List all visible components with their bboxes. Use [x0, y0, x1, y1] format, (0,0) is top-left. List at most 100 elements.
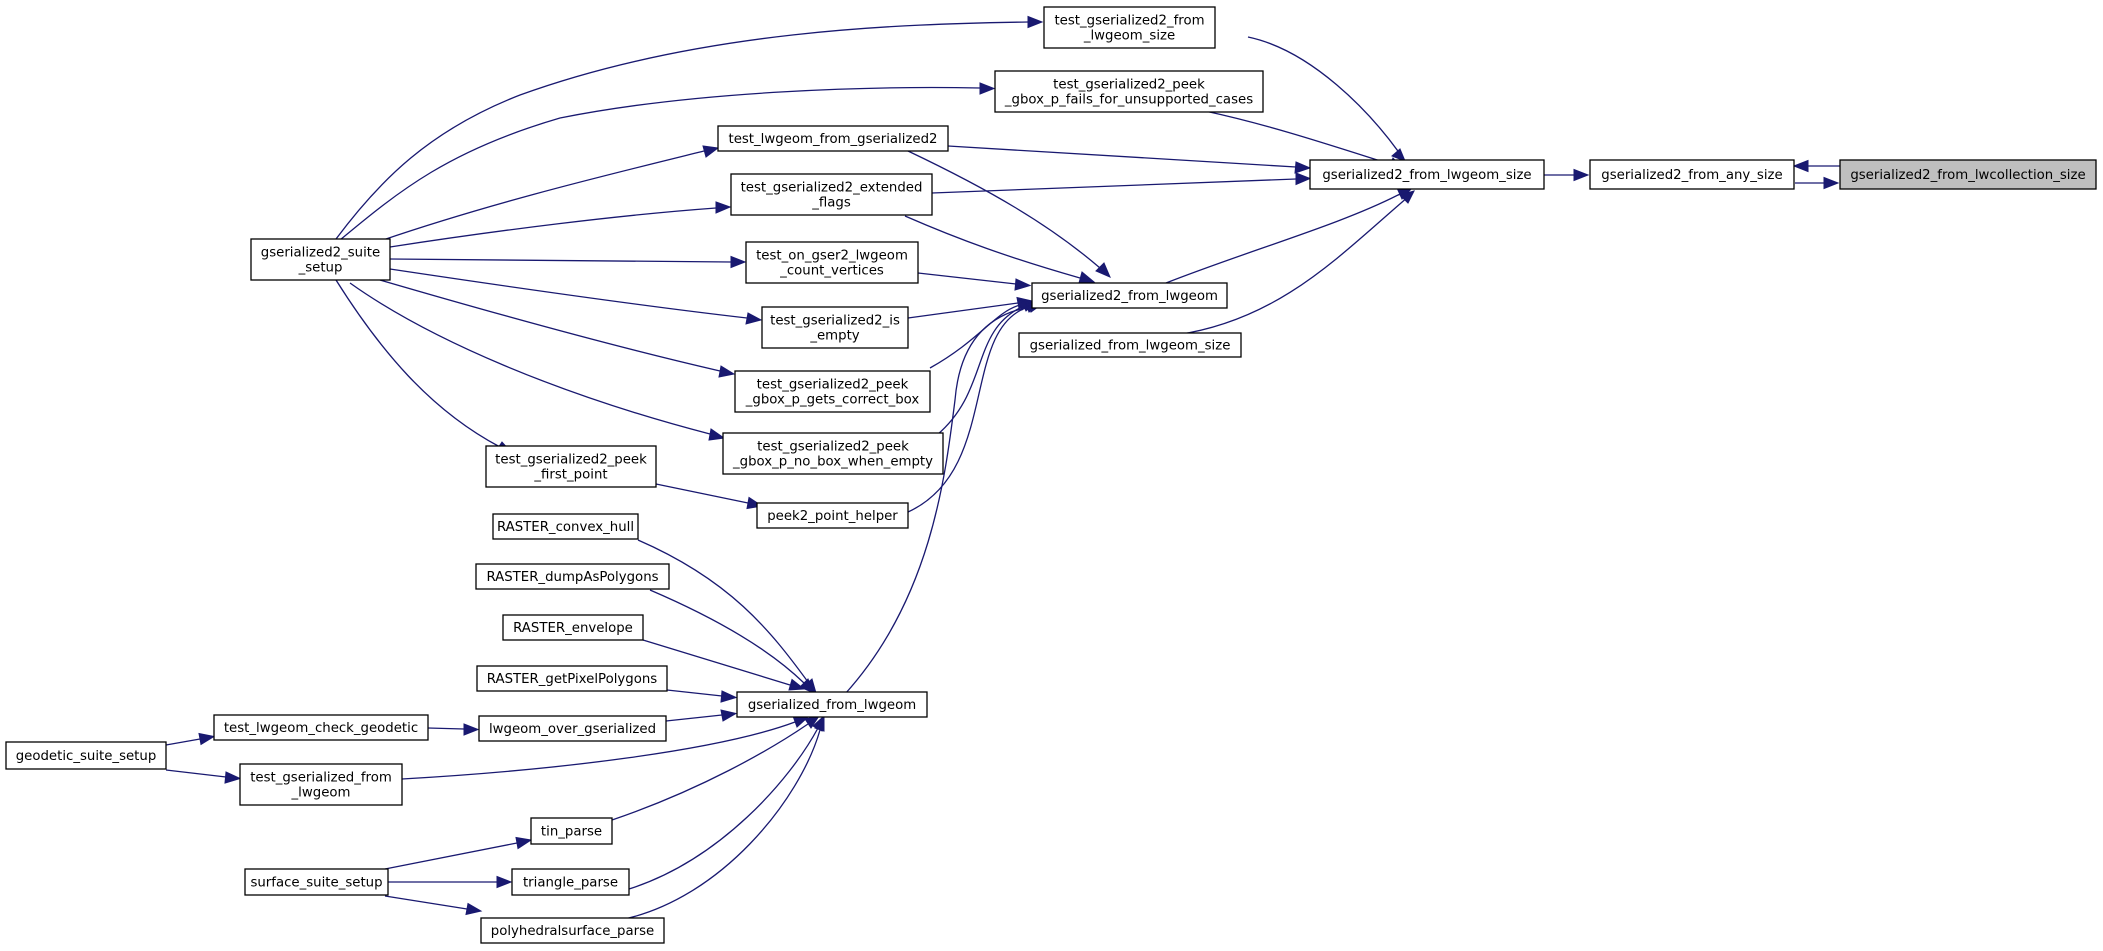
node-test-gserialized2-extended-flags[interactable]: test_gserialized2_extended_flags — [730, 173, 933, 216]
node-label: _lwgeom — [291, 786, 351, 801]
node-surface-suite-setup[interactable]: surface_suite_setup — [244, 868, 389, 896]
edge-suite-to-test-is-empty — [389, 268, 763, 325]
node-label: _flags — [811, 196, 851, 211]
node-gserialized2-from-lwgeom[interactable]: gserialized2_from_lwgeom — [1031, 282, 1228, 309]
edge-from-test-count-vertices — [917, 272, 1032, 291]
node-label: RASTER_convex_hull — [497, 520, 634, 535]
node-raster-dumpaspolygons[interactable]: RASTER_dumpAsPolygons — [475, 563, 670, 590]
node-label: gserialized2_from_lwgeom_size — [1322, 168, 1531, 183]
node-tin-parse[interactable]: tin_parse — [530, 817, 613, 845]
node-box — [250, 238, 391, 281]
node-label: test_lwgeom_check_geodetic — [224, 721, 418, 736]
edge-suite-to-test-count-vertices — [389, 255, 747, 269]
node-label: _count_vertices — [779, 264, 884, 279]
node-box — [761, 306, 909, 349]
node-box — [1031, 282, 1228, 309]
node-box — [1589, 159, 1795, 190]
node-gserialized2-from-any-size[interactable]: gserialized2_from_any_size — [1589, 159, 1795, 190]
edge-suite-to-test-peek-no-box — [349, 282, 726, 441]
node-label: polyhedralsurface_parse — [491, 924, 654, 939]
edge-to-test-lwgeom-from-gser2 — [947, 145, 1312, 174]
node-test-lwgeom-check-geodetic[interactable]: test_lwgeom_check_geodetic — [213, 714, 429, 741]
node-peek2-point-helper[interactable]: peek2_point_helper — [756, 502, 909, 529]
node-raster-envelope[interactable]: RASTER_envelope — [502, 614, 644, 641]
node-test-on-gser2-lwgeom-count-vertices[interactable]: test_on_gser2_lwgeom_count_vertices — [745, 241, 919, 284]
node-box — [244, 868, 389, 896]
node-label: tin_parse — [541, 825, 602, 840]
node-test-gserialized2-from-lwgeom-size[interactable]: test_gserialized2_from_lwgeom_size — [1043, 6, 1216, 49]
edge-surface-to-tin — [384, 836, 533, 870]
node-label: test_lwgeom_from_gserialized2 — [728, 132, 937, 147]
node-label: test_gserialized2_peek — [495, 453, 647, 468]
node-polyhedralsurface-parse[interactable]: polyhedralsurface_parse — [480, 917, 665, 944]
node-test-gserialized2-peek-gbox-p-fails-for-unsupported-cases[interactable]: test_gserialized2_peek_gbox_p_fails_for_… — [994, 70, 1264, 113]
node-gserialized2-suite-setup[interactable]: gserialized2_suite_setup — [250, 238, 391, 281]
node-box — [5, 741, 167, 770]
edge-surface-to-triangle — [388, 875, 513, 889]
node-test-gserialized2-is-empty[interactable]: test_gserialized2_is_empty — [761, 306, 909, 349]
node-gserialized-from-lwgeom-size[interactable]: gserialized_from_lwgeom_size — [1018, 332, 1242, 358]
node-label: peek2_point_helper — [767, 509, 898, 524]
node-geodetic-suite-setup[interactable]: geodetic_suite_setup — [5, 741, 167, 770]
edge-from-test-extended-flags — [904, 215, 1096, 284]
edge-from-test-peek-no-box — [936, 300, 1038, 436]
node-label: test_gserialized2_peek — [757, 440, 909, 455]
edge-from-polyhedral-parse — [619, 714, 825, 921]
node-label: gserialized2_suite — [261, 246, 380, 261]
node-test-lwgeom-from-gserialized2[interactable]: test_lwgeom_from_gserialized2 — [717, 125, 949, 152]
node-label: test_gserialized2_peek — [757, 378, 909, 393]
node-label: test_gserialized2_from — [1054, 14, 1204, 29]
node-lwgeom-over-gserialized[interactable]: lwgeom_over_gserialized — [478, 715, 667, 742]
edge-suite-to-test-from-lwgeom-size — [335, 15, 1044, 240]
node-box — [530, 817, 613, 845]
edge-from-raster-dump — [649, 589, 815, 694]
node-test-gserialized2-peek-first-point[interactable]: test_gserialized2_peek_first_point — [485, 445, 657, 488]
node-box — [511, 868, 630, 896]
edge-to-test-from-lwgeom-size — [1247, 36, 1406, 162]
node-box — [722, 432, 944, 475]
node-box — [1839, 159, 2097, 190]
node-box — [1043, 6, 1216, 49]
node-box — [492, 513, 639, 540]
node-gserialized-from-lwgeom[interactable]: gserialized_from_lwgeom — [736, 691, 928, 718]
node-box — [756, 502, 909, 529]
node-triangle-parse[interactable]: triangle_parse — [511, 868, 630, 896]
node-box — [994, 70, 1264, 113]
edge-suite-to-test-peek-first-point — [335, 279, 514, 454]
node-box — [734, 370, 931, 413]
node-label: RASTER_envelope — [513, 621, 633, 636]
node-label: test_gserialized2_extended — [741, 181, 923, 196]
node-test-gserialized-from-lwgeom[interactable]: test_gserialized_from_lwgeom — [239, 763, 403, 806]
node-raster-getpixelpolygons[interactable]: RASTER_getPixelPolygons — [476, 665, 668, 692]
node-label: gserialized_from_lwgeom_size — [1030, 339, 1231, 354]
node-label: surface_suite_setup — [250, 876, 382, 891]
node-test-gserialized2-peek-gbox-p-no-box-when-empty[interactable]: test_gserialized2_peek_gbox_p_no_box_whe… — [722, 432, 944, 475]
edge-to-gser2-from-lwgeom — [1165, 187, 1414, 284]
edge-geodetic-to-check-geodetic — [165, 732, 216, 746]
node-raster-convex-hull[interactable]: RASTER_convex_hull — [492, 513, 639, 540]
node-gserialized2-from-lwgeom-size[interactable]: gserialized2_from_lwgeom_size — [1309, 159, 1545, 190]
node-box — [213, 714, 429, 741]
node-box — [736, 691, 928, 718]
edge-first-point-to-peek2-helper — [655, 483, 764, 510]
node-label: test_gserialized2_peek — [1053, 78, 1205, 93]
edge-root-to-any-size — [1792, 159, 1840, 173]
node-gserialized2-from-lwcollection-size[interactable]: gserialized2_from_lwcollection_size — [1839, 159, 2097, 190]
node-test-gserialized2-peek-gbox-p-gets-correct-box[interactable]: test_gserialized2_peek_gbox_p_gets_corre… — [734, 370, 931, 413]
call-edges — [165, 15, 1840, 921]
edge-to-test-extended-flags — [931, 172, 1312, 194]
node-label: lwgeom_over_gserialized — [489, 722, 656, 737]
node-box — [476, 665, 668, 692]
node-label: _lwgeom_size — [1083, 29, 1175, 44]
node-label: geodetic_suite_setup — [16, 749, 157, 764]
node-label: gserialized2_from_any_size — [1601, 168, 1782, 183]
node-label: gserialized2_from_lwgeom — [1041, 289, 1218, 304]
edge-suite-to-test-extended-flags — [389, 201, 732, 248]
edge-surface-to-polyhedral — [384, 895, 483, 916]
edge-any-size-to-root — [1795, 176, 1840, 190]
node-box — [730, 173, 933, 216]
edge-from-test-lwgeom-from-gser2 — [907, 150, 1111, 278]
edge-from-raster-pixel-polygons — [666, 689, 738, 703]
node-box — [717, 125, 949, 152]
node-box — [239, 763, 403, 806]
